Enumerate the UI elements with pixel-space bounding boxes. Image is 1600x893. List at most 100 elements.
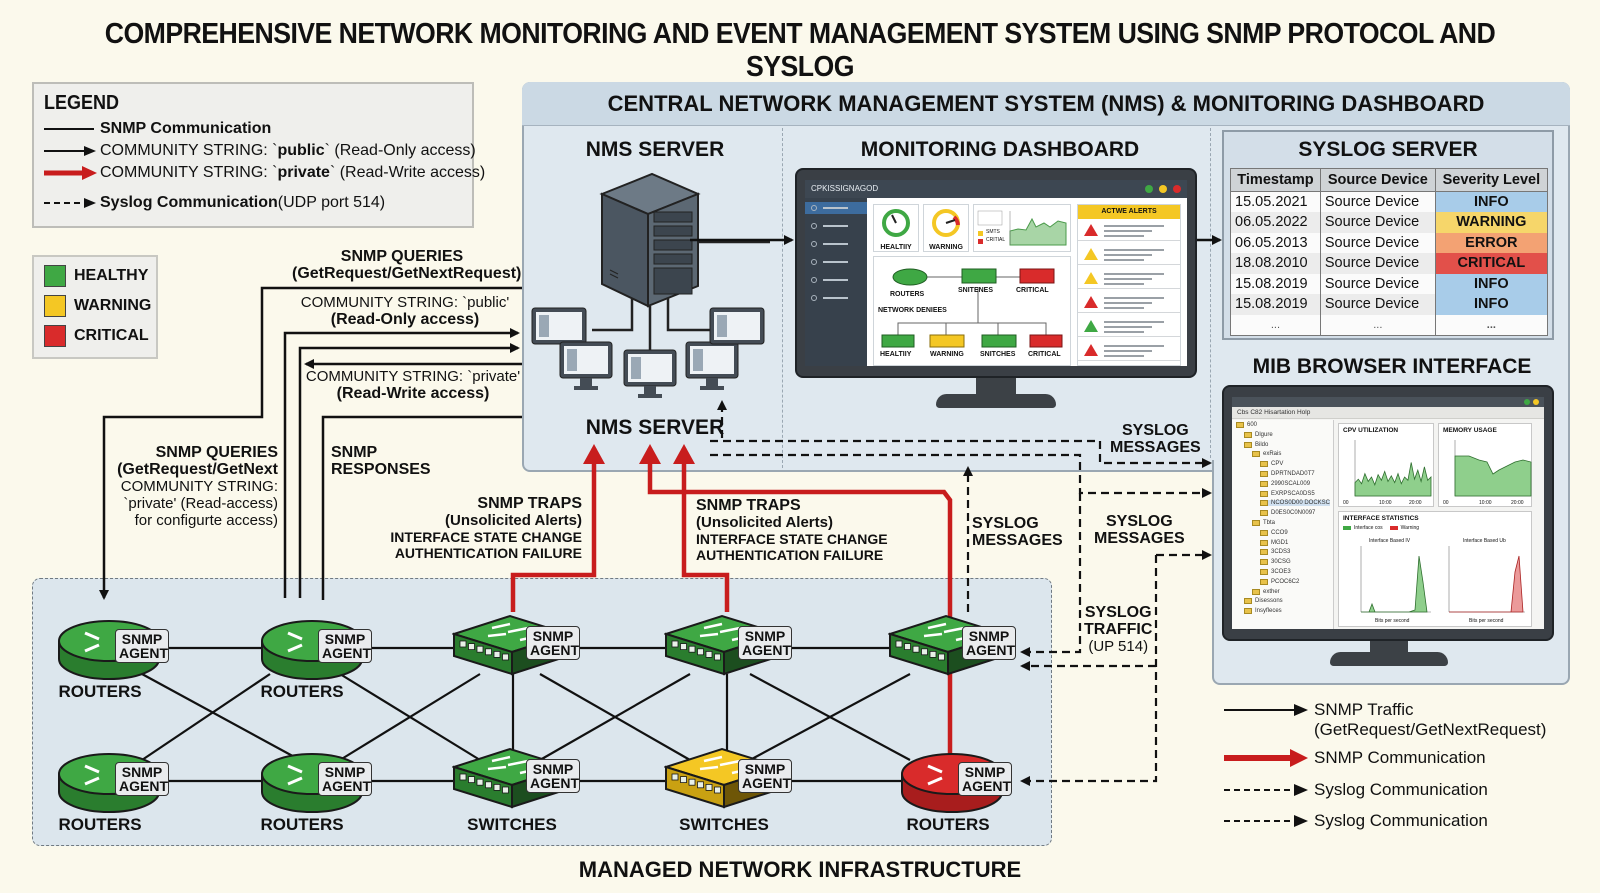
bottom-legend-syslog-1: Syslog Communication (1222, 780, 1488, 800)
node-label: D0ES0C0N0097 (1271, 510, 1316, 517)
legend-bold: Syslog Communication (100, 194, 278, 211)
alert-item-warning[interactable] (1078, 243, 1180, 265)
legend-bold: public (277, 142, 325, 159)
window-dot-green[interactable] (1524, 399, 1530, 405)
sidebar-item[interactable] (811, 220, 861, 232)
alert-item-warning[interactable] (1078, 267, 1180, 289)
folder-icon (1260, 539, 1268, 546)
interface-statistics-chart[interactable]: INTERFACE STATISTICS Interface cos Warni… (1338, 511, 1532, 627)
alert-text-line (1104, 235, 1144, 237)
status-label: CRITICAL (74, 327, 149, 344)
chart-title: CPV UTILIZATION (1343, 427, 1399, 434)
mib-tree-node[interactable]: 30CSG (1260, 559, 1291, 566)
mib-tree-node[interactable]: Insyfleces (1244, 608, 1282, 615)
alert-item-critical[interactable] (1078, 339, 1180, 361)
window-dot-yellow[interactable] (1159, 185, 1167, 193)
mib-tree-node[interactable]: exther (1252, 588, 1280, 595)
mib-tree-node[interactable]: 2990SCAL009 (1260, 480, 1311, 487)
sidebar-item[interactable] (811, 256, 861, 268)
node-label: Bildo (1255, 441, 1269, 448)
monitor-base (936, 394, 1056, 408)
gauge-warning[interactable]: WARNING (923, 204, 969, 252)
sidebar-item[interactable] (805, 202, 867, 214)
sidebar-item[interactable] (811, 292, 861, 304)
alert-item-critical[interactable] (1078, 219, 1180, 241)
folder-icon (1244, 608, 1252, 615)
node-label: 2990SCAL009 (1271, 480, 1311, 487)
mib-tree-node[interactable]: Tbta (1252, 520, 1275, 526)
severity-cell: INFO (1434, 273, 1549, 294)
workstation-icons (531, 307, 765, 398)
chart-title: INTERFACE STATISTICS (1343, 515, 1419, 522)
col-severity[interactable]: Severity Level (1434, 168, 1549, 192)
syslog-row[interactable]: ......... (1230, 314, 1549, 336)
alert-item-healthy[interactable] (1078, 315, 1180, 337)
window-dot-green[interactable] (1145, 185, 1153, 193)
traffic-mini-chart[interactable]: SMTS CRITIAL (973, 204, 1071, 252)
cpu-chart[interactable]: CPV UTILIZATION 00 10:00 20:00 (1338, 423, 1434, 507)
alert-text-line (1104, 249, 1164, 251)
alert-warning-icon (1084, 248, 1098, 260)
status-critical: CRITICAL (44, 325, 149, 347)
mib-tree-node[interactable]: NCOS0D00 DOCKSC (1260, 500, 1331, 507)
col-timestamp[interactable]: Timestamp (1230, 168, 1321, 192)
topology-card: ROUTERS SNITENES CRITICAL NETWORK DENIEE… (873, 256, 1071, 366)
gauge-icon (932, 209, 960, 237)
label-line: COMMUNITY STRING: `private' (305, 368, 521, 385)
window-title: CPKISSIGNAGOD (811, 184, 879, 193)
col-source-device[interactable]: Source Device (1319, 168, 1436, 192)
label-line: (GetRequest/GetNextRequest) (292, 265, 522, 282)
sidebar-item[interactable] (811, 274, 861, 286)
dashboard-titlebar: CPKISSIGNAGOD (805, 180, 1187, 198)
window-dot-yellow[interactable] (1533, 399, 1539, 405)
mib-tree-node[interactable]: 3COE3 (1260, 569, 1291, 575)
mib-tree-node[interactable]: 3CDS3 (1260, 549, 1291, 556)
mib-tree-node[interactable]: Bildo (1244, 441, 1269, 448)
alert-text-line (1104, 345, 1164, 347)
node-label: NCOS0D00 DOCKSC (1271, 500, 1331, 507)
mib-tree-node[interactable]: EXRPSCA0DS5 (1260, 490, 1315, 497)
node-label: 3CDS3 (1271, 549, 1291, 556)
active-alerts-panel: ACTWE ALERTS (1077, 204, 1181, 366)
topology-label: ROUTERS (890, 291, 925, 298)
mib-tree-node[interactable]: D0ES0C0N0097 (1260, 510, 1316, 517)
severity-cell: WARNING (1434, 212, 1549, 233)
sidebar-item[interactable] (811, 238, 861, 250)
label-line: (UP 514) (1088, 638, 1149, 655)
mib-tree-node[interactable]: DPRTNDAD0T7 (1260, 471, 1315, 477)
mib-tree-node[interactable]: Disessons (1244, 598, 1283, 605)
mib-tree-node[interactable]: PCOC6C2 (1260, 578, 1299, 585)
mib-tree-node[interactable]: Dlgure (1244, 431, 1273, 438)
mib-tree-node[interactable]: CPV (1260, 461, 1283, 468)
mib-tree-node[interactable]: MGD1 (1260, 539, 1288, 546)
label-line: SYSLOG (1084, 604, 1152, 621)
mib-tree-node[interactable]: 600 (1236, 422, 1257, 428)
mib-menu-bar[interactable]: Cbs C82 Hisartation Holp (1232, 407, 1544, 419)
mib-tree-node[interactable]: exRais (1252, 451, 1281, 458)
mib-tree-node[interactable]: CCO9 (1260, 529, 1288, 536)
label-snmp-traps-right: SNMP TRAPS (Unsolicited Alerts) INTERFAC… (696, 497, 888, 563)
alert-item-critical[interactable] (1078, 291, 1180, 313)
gauge-healthy[interactable]: HEALTIIY (873, 204, 919, 252)
memory-chart[interactable]: MEMORY USAGE 00 10:00 20:00 (1438, 423, 1532, 507)
window-dot-red[interactable] (1173, 185, 1181, 193)
timestamp-cell: ... (1230, 314, 1321, 336)
